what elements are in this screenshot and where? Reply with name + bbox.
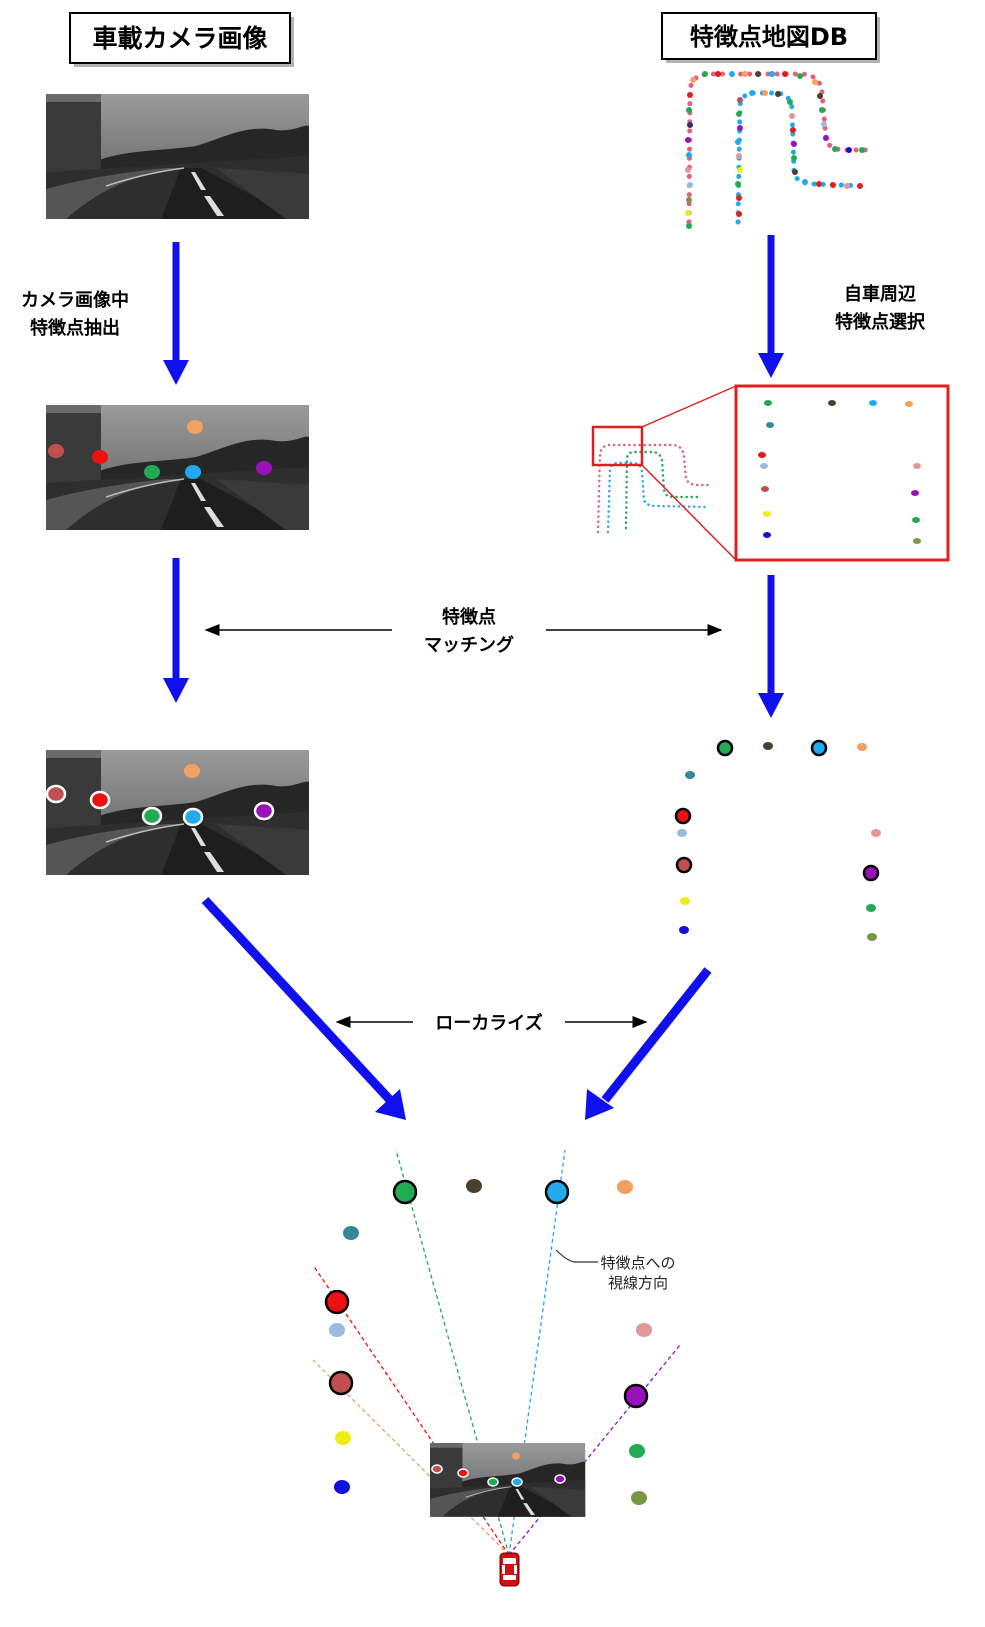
camera-image-raw <box>45 93 310 220</box>
map-dots-left-col <box>685 71 865 229</box>
matched-map-features <box>674 739 881 941</box>
map-title-box: 特徴点地図DB <box>661 12 880 63</box>
camera-small-features <box>431 1452 566 1487</box>
select-label-2: 特徴点選択 <box>835 311 926 333</box>
map-title: 特徴点地図DB <box>690 23 848 51</box>
map-dots-inner-col <box>735 90 863 217</box>
zoom-source-box <box>591 425 644 467</box>
select-label: 自車周辺 <box>844 283 916 305</box>
matched-feature <box>141 806 163 826</box>
matched-feature <box>89 790 111 810</box>
zoomed-map-region <box>734 384 950 562</box>
localize-label: ローカライズ <box>435 1012 542 1034</box>
feature-map-small <box>591 385 737 561</box>
feature-point <box>185 465 201 479</box>
sightline-annotation: 特徴点への 視線方向 <box>555 1249 676 1292</box>
red-car-icon <box>499 1552 520 1587</box>
feature-point <box>187 420 203 434</box>
sightline-label-2: 視線方向 <box>608 1274 668 1292</box>
camera-title: 車載カメラ画像 <box>92 24 267 53</box>
feature-point <box>92 450 108 464</box>
sightline-label: 特徴点への <box>600 1254 675 1272</box>
feature-point <box>256 461 272 475</box>
extract-label: カメラ画像中 <box>21 289 129 311</box>
camera-title-box: 車載カメラ画像 <box>69 12 294 67</box>
matching-label: 特徴点 <box>442 606 496 628</box>
matched-feature <box>182 807 204 827</box>
flow-arrows <box>163 235 784 1120</box>
matched-feature <box>45 784 67 804</box>
matching-label-2: マッチング <box>424 634 514 656</box>
camera-image-features <box>45 404 310 531</box>
camera-image-matched <box>45 749 310 876</box>
matched-feature <box>253 801 275 821</box>
localized-map-features <box>324 1179 652 1505</box>
feature-point <box>144 465 160 479</box>
feature-map-full <box>685 71 875 229</box>
extract-label-2: 特徴点抽出 <box>30 317 120 339</box>
feature-point <box>48 444 64 458</box>
feature-point <box>184 764 200 778</box>
